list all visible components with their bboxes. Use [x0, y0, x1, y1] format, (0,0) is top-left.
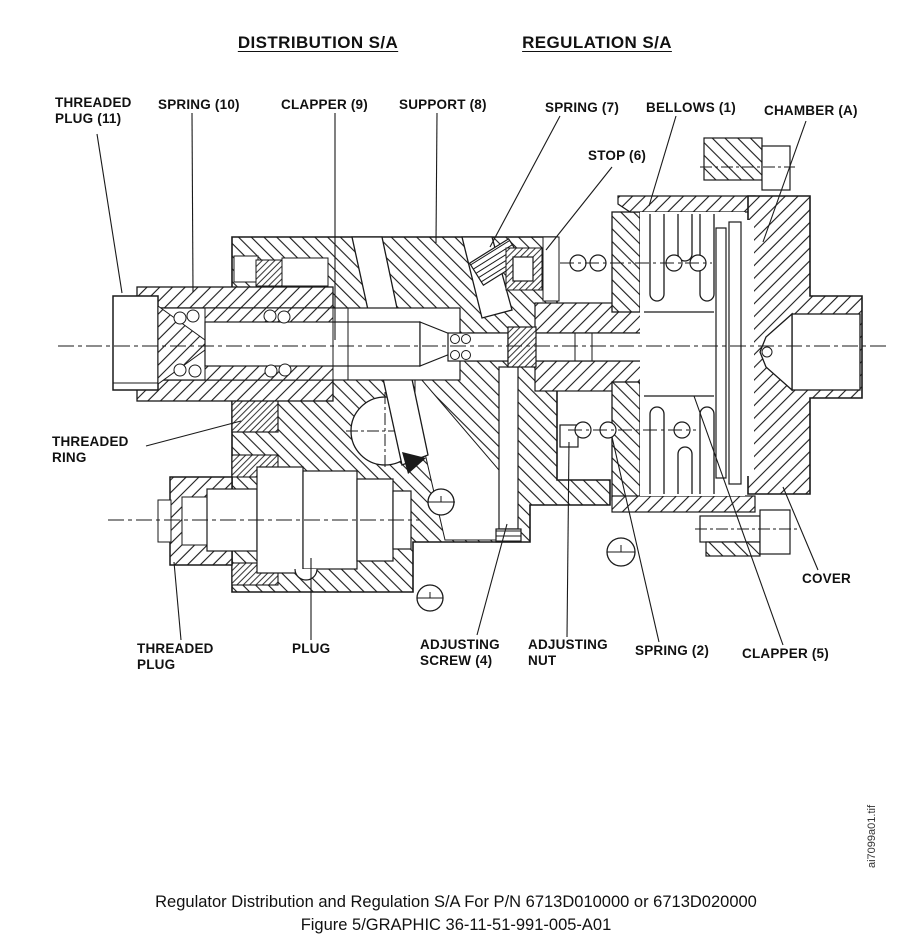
cover-top-plug: [700, 137, 795, 191]
label-cover: COVER: [802, 571, 852, 586]
leader-bellows-1: [648, 115, 677, 207]
label-bellows-1: BELLOWS (1): [646, 100, 736, 115]
leader-clapper-5: [693, 395, 784, 646]
label-threaded-plug-11: THREADED PLUG (11): [55, 95, 132, 126]
regulation-title: REGULATION S/A: [522, 33, 672, 52]
leader-spring-2: [611, 436, 660, 643]
leader-spring-10: [191, 112, 194, 293]
adjusting-screw-tip: [495, 528, 522, 543]
label-threaded-ring: THREADED RING: [52, 434, 129, 465]
clapper-5-part: [715, 227, 727, 479]
bolt-row-centerlines: [560, 262, 712, 431]
caption-line2: Figure 5/GRAPHIC 36-11-51-991-005-A01: [300, 916, 612, 934]
distribution-assembly: [112, 286, 470, 402]
label-spring-2: SPRING (2): [635, 643, 710, 658]
leader-spring-7: [489, 115, 561, 248]
figure-caption: Regulator Distribution and Regulation S/…: [0, 891, 912, 937]
label-threaded-plug-bottom: THREADED PLUG: [137, 641, 214, 672]
cover-part: [744, 195, 863, 495]
spool: [204, 321, 421, 367]
leader-threaded-ring: [145, 420, 242, 447]
label-spring-10: SPRING (10): [158, 97, 240, 112]
caption-line1: Regulator Distribution and Regulation S/…: [155, 893, 757, 911]
distribution-title: DISTRIBUTION S/A: [237, 33, 399, 52]
leader-adjusting-nut: [566, 441, 570, 638]
graphic-filename-watermark: ai7099a01.tif: [866, 805, 878, 868]
leader-support-8: [435, 112, 438, 244]
label-adjusting-nut: ADJUSTING NUT: [528, 637, 608, 668]
threaded-plug-11-part: [112, 295, 159, 391]
label-clapper-9: CLAPPER (9): [281, 97, 368, 112]
spring-10-part: [173, 309, 292, 378]
chamber-a-part: [744, 220, 754, 476]
stop-6-part: [505, 247, 543, 291]
leader-lines: [96, 112, 819, 646]
leader-threaded-plug-11: [96, 133, 123, 294]
label-plug: PLUG: [292, 641, 331, 656]
label-chamber-a: CHAMBER (A): [764, 103, 858, 118]
label-clapper-5: CLAPPER (5): [742, 646, 829, 661]
label-stop-6: STOP (6): [588, 148, 647, 163]
leader-adjusting-screw-4: [476, 523, 508, 636]
leader-threaded-plug-bottom: [173, 561, 182, 641]
leader-cover: [782, 486, 819, 571]
centerlines: [58, 345, 886, 521]
adjusting-screw-rod: [498, 366, 519, 530]
label-support-8: SUPPORT (8): [399, 97, 487, 112]
cover-bottom-plug: [695, 509, 800, 557]
label-adjusting-screw-4: ADJUSTING SCREW (4): [420, 637, 500, 668]
leader-chamber-a: [762, 120, 807, 243]
bellows-housing: [611, 195, 756, 513]
leader-stop-6: [545, 166, 613, 251]
label-spring-7: SPRING (7): [545, 100, 620, 115]
